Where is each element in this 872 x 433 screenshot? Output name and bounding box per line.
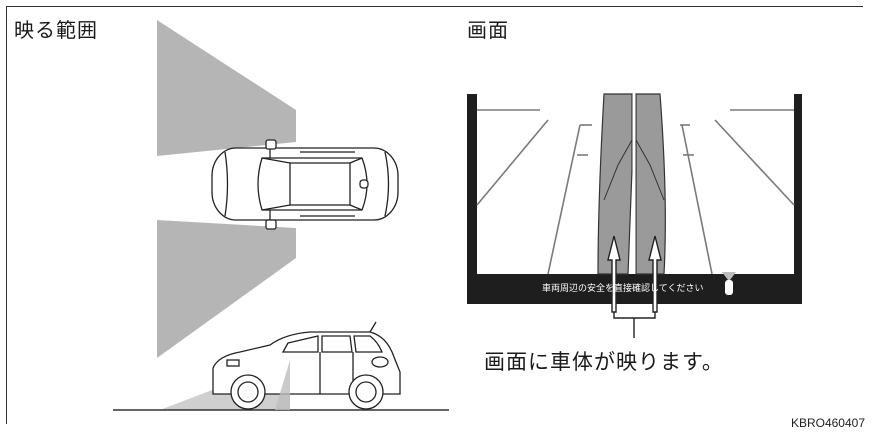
lower-coverage-area xyxy=(157,220,296,358)
left-heading: 映る範囲 xyxy=(14,18,98,42)
right-heading: 画面 xyxy=(467,18,509,42)
figure-frame xyxy=(6,6,863,424)
caption: 画面に車体が映ります。 xyxy=(484,350,724,374)
car-top-view xyxy=(211,139,399,230)
screen-car-icon xyxy=(722,272,736,295)
camera-screen xyxy=(467,93,802,338)
car-side-view xyxy=(113,321,449,411)
figure-code: KBRO460407 xyxy=(790,416,865,430)
upper-coverage-area xyxy=(157,20,296,156)
pointer-arrows xyxy=(607,235,662,338)
camera-coverage-top-view xyxy=(157,20,296,358)
screen-warning-message: 車両周辺の安全を直接確認してください xyxy=(542,284,704,294)
